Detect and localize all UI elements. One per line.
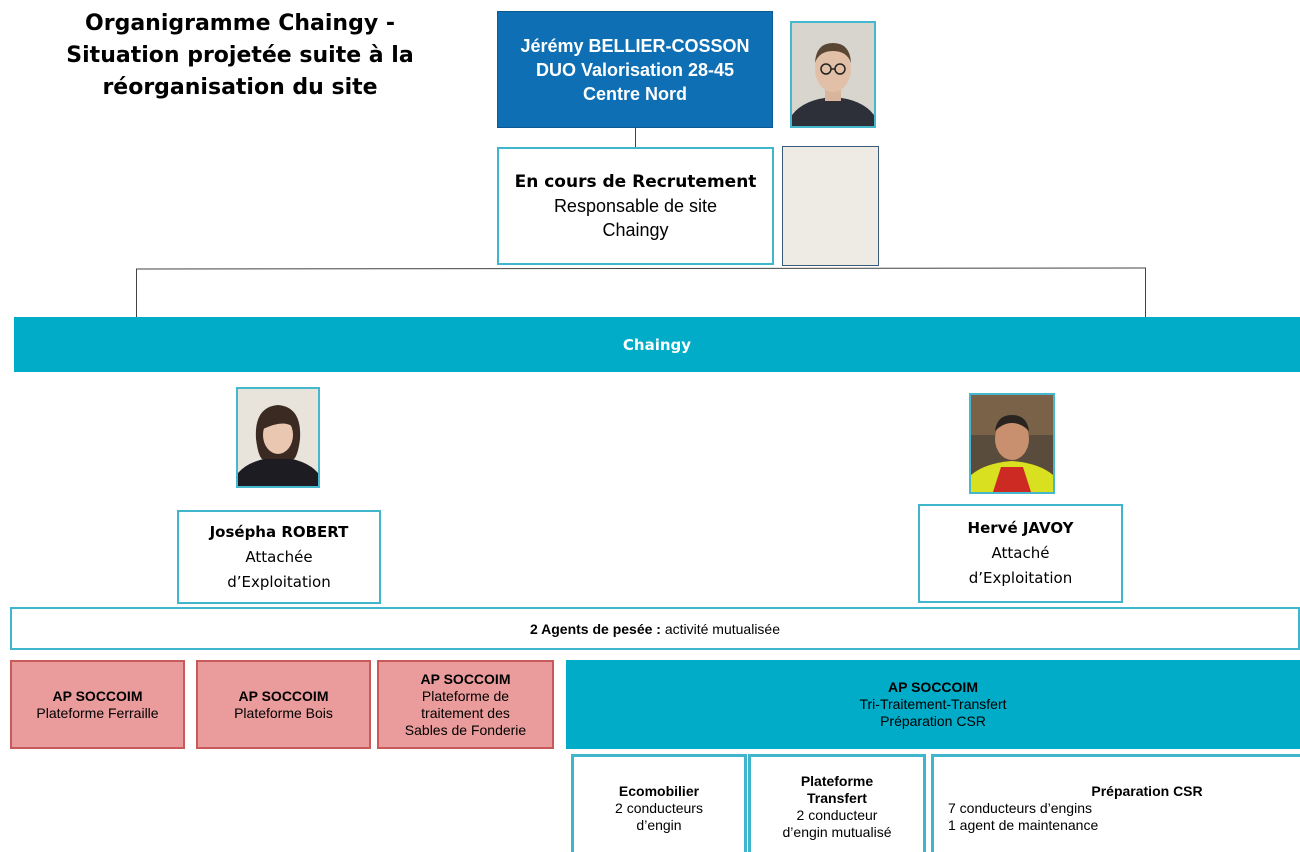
recruitment-status: En cours de Recrutement bbox=[514, 172, 757, 192]
director-box: Jérémy BELLIER-COSSON DUO Valorisation 2… bbox=[497, 11, 773, 128]
subunit-desc: 1 agent de maintenance bbox=[948, 817, 1099, 833]
unit-title: AP SOCCOIM bbox=[238, 687, 329, 704]
unit-title: AP SOCCOIM bbox=[52, 687, 143, 704]
bracket-line-right bbox=[1145, 268, 1146, 317]
page-title: Organigramme Chaingy - Situation projeté… bbox=[66, 11, 414, 100]
unit-desc: Tri-Traitement-Transfert bbox=[859, 696, 1007, 712]
attache-photo-robert bbox=[236, 387, 320, 488]
subunit-title: Préparation CSR bbox=[1091, 783, 1203, 799]
attache-box-javoy: Hervé JAVOY Attaché d’Exploitation bbox=[918, 504, 1123, 603]
attache-role: Attaché bbox=[991, 544, 1050, 562]
director-region: Centre Nord bbox=[582, 83, 687, 104]
unit-desc: Plateforme Ferraille bbox=[36, 704, 159, 721]
unit-desc: Préparation CSR bbox=[880, 713, 986, 729]
unit-box: AP SOCCOIM Plateforme de traitement des … bbox=[377, 660, 554, 749]
subunit-box-ecomobilier: Ecomobilier 2 conducteurs d’engin bbox=[571, 754, 747, 852]
director-name: Jérémy BELLIER-COSSON bbox=[520, 35, 750, 56]
subunit-desc: 2 conducteurs bbox=[615, 800, 703, 816]
attache-role: d’Exploitation bbox=[968, 569, 1073, 587]
unit-title: AP SOCCOIM bbox=[420, 670, 511, 687]
site-band-label: Chaingy bbox=[622, 335, 692, 354]
unit-box-tri-traitement: AP SOCCOIM Tri-Traitement-Transfert Prép… bbox=[566, 660, 1300, 749]
pesee-text: activité mutualisée bbox=[660, 620, 781, 637]
recruitment-role: Responsable de site bbox=[553, 196, 718, 216]
attache-box-robert: Josépha ROBERT Attachée d’Exploitation bbox=[177, 510, 381, 604]
unit-title: AP SOCCOIM bbox=[888, 679, 978, 695]
bracket-line-horizontal bbox=[135, 267, 1147, 270]
subunit-desc: 7 conducteurs d’engins bbox=[948, 800, 1092, 816]
attache-photo-javoy bbox=[969, 393, 1055, 494]
connector-line bbox=[635, 128, 636, 147]
unit-desc: Sables de Fonderie bbox=[404, 721, 527, 738]
bracket-line-left bbox=[136, 269, 137, 317]
attache-name: Josépha ROBERT bbox=[209, 522, 349, 541]
director-unit: DUO Valorisation 28-45 bbox=[535, 59, 735, 80]
unit-box: AP SOCCOIM Plateforme Ferraille bbox=[10, 660, 185, 749]
pesee-label: 2 Agents de pesée : bbox=[529, 620, 661, 637]
unit-desc: Plateforme de bbox=[421, 687, 510, 704]
pesee-box: 2 Agents de pesée : activité mutualisée bbox=[10, 607, 1300, 650]
recruitment-site: Chaingy bbox=[602, 220, 669, 240]
subunit-title: Plateforme Transfert bbox=[800, 773, 874, 806]
unit-box: AP SOCCOIM Plateforme Bois bbox=[196, 660, 371, 749]
attache-role: Attachée bbox=[245, 547, 313, 566]
subunit-box-plateforme-transfert: Plateforme Transfert 2 conducteur d’engi… bbox=[748, 754, 926, 852]
subunit-desc: 2 conducteur bbox=[796, 807, 878, 823]
subunit-desc: d’engin bbox=[636, 817, 682, 833]
unit-desc: Plateforme Bois bbox=[234, 704, 333, 721]
unit-desc: traitement des bbox=[421, 704, 510, 721]
site-band: Chaingy bbox=[14, 317, 1300, 372]
attache-name: Hervé JAVOY bbox=[967, 519, 1074, 537]
photo-placeholder bbox=[782, 146, 879, 266]
subunit-title: Ecomobilier bbox=[618, 783, 700, 799]
director-photo bbox=[790, 21, 876, 128]
subunit-box-preparation-csr: Préparation CSR 7 conducteurs d’engins 1… bbox=[931, 754, 1300, 852]
subunit-desc: d’engin mutualisé bbox=[782, 824, 892, 840]
recruitment-box: En cours de Recrutement Responsable de s… bbox=[497, 147, 774, 265]
attache-role: d’Exploitation bbox=[227, 572, 331, 591]
